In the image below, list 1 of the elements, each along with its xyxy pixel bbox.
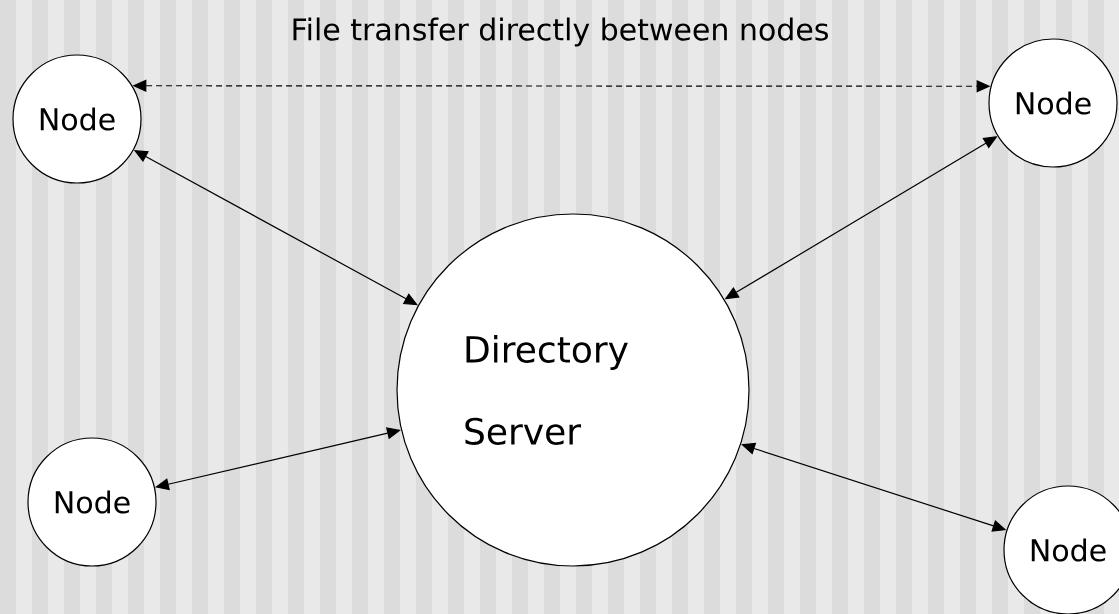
edge-label: File transfer directly between nodes	[293, 17, 828, 47]
